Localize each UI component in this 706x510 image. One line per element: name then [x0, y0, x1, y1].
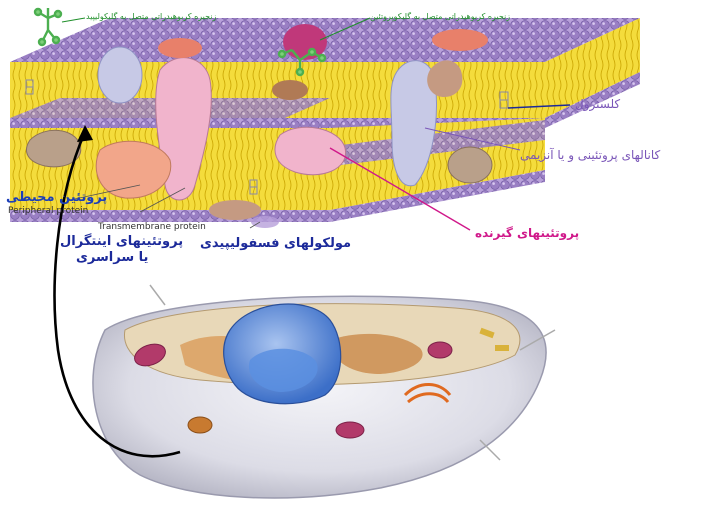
label-carb-glycoprotein: زنجیره کربوهیدراتی متصل به گلیکوپروتئین: [370, 12, 510, 21]
label-integral-fa-1: پروتئینهای اینتگرال: [60, 234, 183, 249]
label-carb-glycolipid: زنجیره کربوهیدراتی متصل به گلیکولیپید: [86, 12, 216, 21]
label-receptor-proteins: پروتئینهای گیرنده: [475, 226, 579, 240]
label-transmembrane-en: Transmembrane protein: [98, 222, 206, 232]
label-phospholipids: مولکولهای فسفولیپیدی: [200, 236, 351, 251]
cell-illustration: [93, 285, 555, 498]
label-channel-proteins: کانالهای پروتئینی و یا آنزیمی: [520, 148, 660, 162]
label-peripheral-en: Peripheral protein: [8, 206, 88, 216]
label-cholesterol: کلسترول: [575, 97, 620, 111]
label-peripheral-fa: پروتئین محیطی: [6, 190, 107, 205]
label-integral-fa-2: یا سراسری: [76, 250, 148, 265]
